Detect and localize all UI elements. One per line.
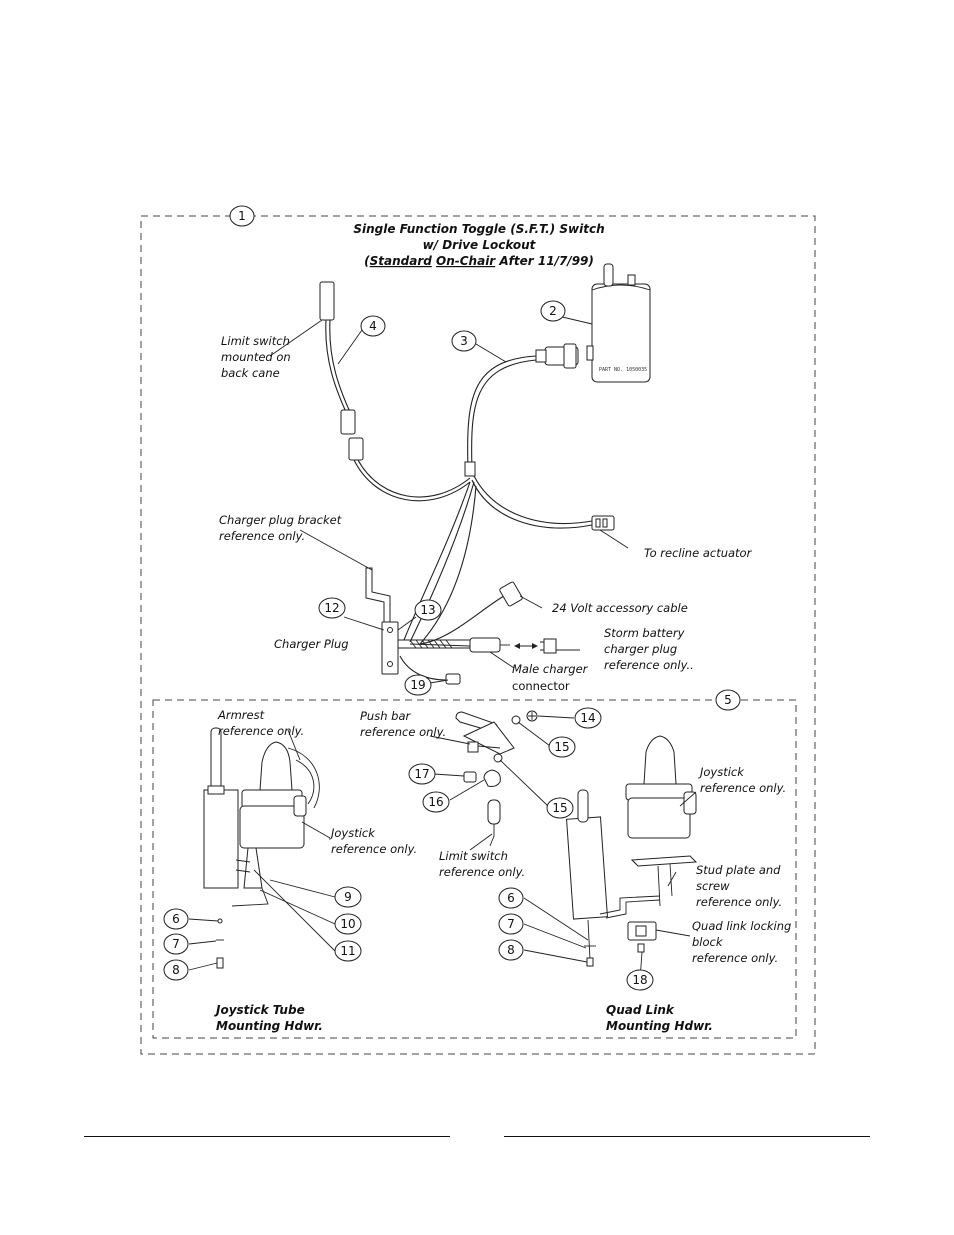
text-labels: Limit switch mounted on back cane Charge… xyxy=(214,334,791,1033)
callout-18: 18 xyxy=(626,969,654,991)
svg-text:9: 9 xyxy=(344,890,352,904)
callout-4: 4 xyxy=(360,315,386,337)
outer-dashed-frame xyxy=(140,215,816,1055)
quad-link-assembly xyxy=(566,735,698,967)
label-joystick-left: Joystick xyxy=(329,826,376,840)
label-charger-bracket-2: reference only. xyxy=(219,529,305,543)
pushbar-hardware xyxy=(455,710,538,847)
label-limit-switch-2: mounted on xyxy=(221,350,291,364)
svg-text:7: 7 xyxy=(507,917,515,931)
callout-6a: 6 xyxy=(163,908,189,930)
label-charger-plug: Charger Plug xyxy=(274,637,349,651)
label-limit-switch-3: back cane xyxy=(221,366,280,380)
db9-connector xyxy=(535,343,579,369)
label-quad-link-2: Mounting Hdwr. xyxy=(606,1019,713,1033)
svg-text:w/ Drive Lockout: w/ Drive Lockout xyxy=(423,238,537,252)
svg-text:8: 8 xyxy=(507,943,515,957)
label-recline: To recline actuator xyxy=(644,546,753,560)
label-storm-2: charger plug xyxy=(604,642,677,656)
callouts: 1 2 3 4 5 12 13 19 14 15 15 16 17 9 10 1… xyxy=(163,205,741,991)
callout-12: 12 xyxy=(318,597,346,619)
callout-16: 16 xyxy=(422,791,450,813)
svg-text:15: 15 xyxy=(552,801,567,815)
label-limit-switch-ref-2: reference only. xyxy=(439,865,525,879)
svg-text:11: 11 xyxy=(340,944,355,958)
label-armrest: Armrest xyxy=(217,708,265,722)
label-armrest-2: reference only. xyxy=(218,724,304,738)
svg-text:(Standard On-Chair After 11/7/: (Standard On-Chair After 11/7/99) xyxy=(364,254,594,268)
svg-text:17: 17 xyxy=(414,767,429,781)
callout-1: 1 xyxy=(229,205,255,227)
label-accessory: 24 Volt accessory cable xyxy=(552,601,688,615)
label-quad-block-3: reference only. xyxy=(692,951,778,965)
svg-text:4: 4 xyxy=(369,319,377,333)
callout-6b: 6 xyxy=(498,887,524,909)
callout-8b: 8 xyxy=(498,939,524,961)
callout-7a: 7 xyxy=(163,933,189,955)
callout-17: 17 xyxy=(408,763,436,785)
label-joystick-tube: Joystick Tube xyxy=(214,1003,305,1017)
label-storm: Storm battery xyxy=(604,626,685,640)
limit-switch xyxy=(319,281,335,321)
callout-8a: 8 xyxy=(163,959,189,981)
sft-switch-box: PART NO. 1050035 xyxy=(586,263,651,383)
svg-text:10: 10 xyxy=(340,917,355,931)
label-joystick-tube-2: Mounting Hdwr. xyxy=(216,1019,323,1033)
callout-15a: 15 xyxy=(548,736,576,758)
label-limit-switch: Limit switch xyxy=(221,334,290,348)
cable-harness xyxy=(325,319,615,685)
diagram-title: Single Function Toggle (S.F.T.) Switch w… xyxy=(353,222,604,268)
callout-13: 13 xyxy=(414,599,442,621)
svg-text:18: 18 xyxy=(632,973,647,987)
svg-text:3: 3 xyxy=(460,334,468,348)
charger-plug-bracket xyxy=(365,567,404,675)
svg-text:Single Function Toggle (S.F.T.: Single Function Toggle (S.F.T.) Switch xyxy=(353,222,604,236)
svg-text:8: 8 xyxy=(172,963,180,977)
callout-7b: 7 xyxy=(498,913,524,935)
svg-text:5: 5 xyxy=(724,693,732,707)
label-quad-block-2: block xyxy=(692,935,724,949)
svg-text:14: 14 xyxy=(580,711,595,725)
label-joystick-right-2: reference only. xyxy=(700,781,786,795)
label-stud-plate: Stud plate and xyxy=(696,863,781,877)
inner-dashed-frame xyxy=(152,699,797,1039)
label-storm-3: reference only.. xyxy=(604,658,694,672)
label-quad-link: Quad Link xyxy=(606,1003,675,1017)
svg-text:2: 2 xyxy=(549,304,557,318)
callout-2: 2 xyxy=(540,300,566,322)
callout-9: 9 xyxy=(334,886,362,908)
callout-15b: 15 xyxy=(546,797,574,819)
svg-text:15: 15 xyxy=(554,740,569,754)
callout-11: 11 xyxy=(334,940,362,962)
label-stud-plate-3: reference only. xyxy=(696,895,782,909)
svg-text:13: 13 xyxy=(420,603,435,617)
callout-14: 14 xyxy=(574,707,602,729)
label-male-charger-2: connector xyxy=(512,679,570,693)
callout-5: 5 xyxy=(715,689,741,711)
label-joystick-right: Joystick xyxy=(698,765,745,779)
svg-text:7: 7 xyxy=(172,937,180,951)
label-joystick-left-2: reference only. xyxy=(331,842,417,856)
label-limit-switch-ref: Limit switch xyxy=(439,849,508,863)
label-male-charger: Male charger xyxy=(512,662,589,676)
callout-3: 3 xyxy=(451,330,477,352)
label-quad-block: Quad link locking xyxy=(692,919,791,933)
svg-text:12: 12 xyxy=(324,601,339,615)
svg-text:6: 6 xyxy=(172,912,180,926)
box-part-number: PART NO. 1050035 xyxy=(599,367,647,373)
callout-10: 10 xyxy=(334,913,362,935)
label-pushbar-2: reference only. xyxy=(360,725,446,739)
callout-19: 19 xyxy=(404,674,432,696)
label-stud-plate-2: screw xyxy=(696,879,730,893)
svg-text:19: 19 xyxy=(410,678,425,692)
label-pushbar: Push bar xyxy=(360,709,412,723)
footer-rule-left xyxy=(84,1136,450,1137)
joystick-tube-assembly xyxy=(203,727,320,969)
svg-text:16: 16 xyxy=(428,795,443,809)
label-charger-bracket: Charger plug bracket xyxy=(219,513,342,527)
svg-text:6: 6 xyxy=(507,891,515,905)
svg-text:1: 1 xyxy=(238,209,246,223)
footer-rule-right xyxy=(504,1136,870,1137)
